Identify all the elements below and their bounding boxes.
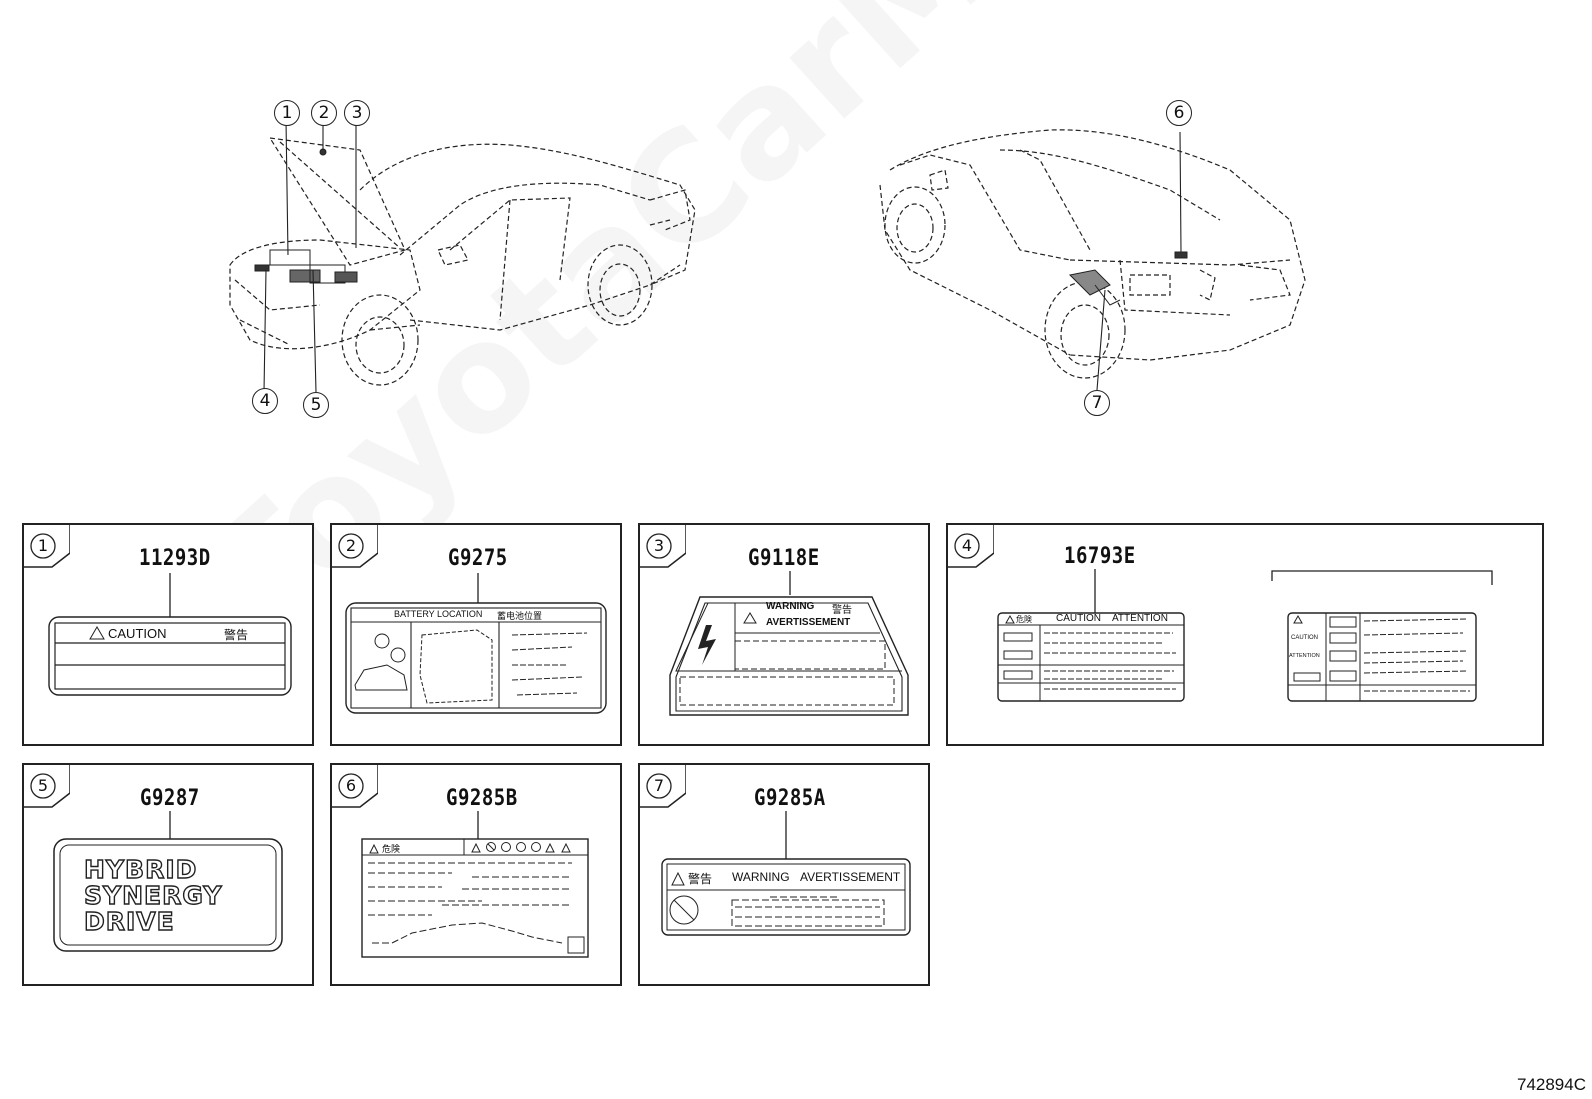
part-number: G9285A — [754, 785, 826, 811]
panel-tab-4: 4 — [948, 525, 994, 569]
part-number: G9285B — [446, 785, 518, 811]
warning-text: WARNING — [766, 601, 815, 612]
part-number: 11293D — [139, 545, 211, 571]
callout-3: 3 — [344, 100, 370, 126]
battery-location-label-drawing — [345, 573, 607, 714]
callout-5: 5 — [303, 392, 329, 418]
label-panel-6: 6 G9285B 危険 — [330, 763, 622, 986]
avertissement-text: AVERTISSEMENT — [766, 617, 851, 628]
caution-text: CAUTION — [108, 626, 167, 641]
part-number: G9275 — [448, 545, 508, 571]
warning-label-drawing — [669, 571, 909, 716]
emblem-line-synergy: SYNERGY — [83, 881, 223, 910]
caution-attention-label-drawing — [997, 569, 1493, 702]
part-number: 16793E — [1064, 543, 1136, 569]
panel-tab-2: 2 — [332, 525, 378, 569]
hybrid-synergy-emblem-drawing — [53, 811, 283, 952]
callout-2: 2 — [311, 100, 337, 126]
caution-text: CAUTION — [1056, 613, 1101, 624]
label-panel-5: 5 G9287 HYBRID SYNERGY DRIVE — [22, 763, 314, 986]
panel-tab-6: 6 — [332, 765, 378, 809]
alt-attention-text: ATTENTION — [1289, 653, 1320, 659]
japanese-text: 警告 — [224, 628, 249, 642]
label-panel-2: 2 G9275 BATTERY LOCATION 蓄电池位置 — [330, 523, 622, 746]
alt-caution-text: CAUTION — [1291, 635, 1318, 641]
warning-label-drawing — [661, 811, 911, 936]
attention-text: ATTENTION — [1112, 613, 1168, 624]
emblem-line-drive: DRIVE — [83, 907, 175, 936]
callout-1: 1 — [274, 100, 300, 126]
rear-car-illustration — [879, 129, 1306, 391]
label-panel-1: 1 11293D CAUTION 警告 — [22, 523, 314, 746]
callout-4: 4 — [252, 388, 278, 414]
part-number: G9287 — [140, 785, 200, 811]
avertissement-text: AVERTISSEMENT — [800, 870, 901, 884]
japanese-text: 警告 — [688, 872, 713, 886]
japanese-text: 危険 — [382, 844, 401, 854]
document-id: 742894C — [1516, 1075, 1586, 1094]
front-car-illustration — [229, 118, 696, 393]
callout-7: 7 — [1084, 390, 1110, 416]
panel-tab-5: 5 — [24, 765, 70, 809]
panel-tab-1: 1 — [24, 525, 70, 569]
caution-label-drawing — [48, 573, 292, 696]
label-panel-4: 4 16793E 危険 CAUTION — [946, 523, 1544, 746]
japanese-text: 危険 — [1016, 615, 1032, 624]
panel-tab-7: 7 — [640, 765, 686, 809]
warning-text: WARNING — [732, 870, 790, 884]
japanese-text: 警告 — [832, 605, 852, 616]
emblem-text: HYBRID SYNERGY DRIVE — [83, 855, 223, 936]
japanese-text: 蓄电池位置 — [497, 611, 543, 621]
label-panel-7: 7 G9285A 警告 WARNING AVERTISSEMENT — [638, 763, 930, 986]
label-panel-3: 3 G9118E WARNING 警告 AVERTISSEMENT — [638, 523, 930, 746]
part-number: G9118E — [748, 545, 820, 571]
callout-6: 6 — [1166, 100, 1192, 126]
danger-label-drawing — [361, 811, 589, 958]
panel-tab-3: 3 — [640, 525, 686, 569]
emblem-line-hybrid: HYBRID — [83, 855, 198, 884]
battery-location-header: BATTERY LOCATION — [394, 609, 483, 619]
